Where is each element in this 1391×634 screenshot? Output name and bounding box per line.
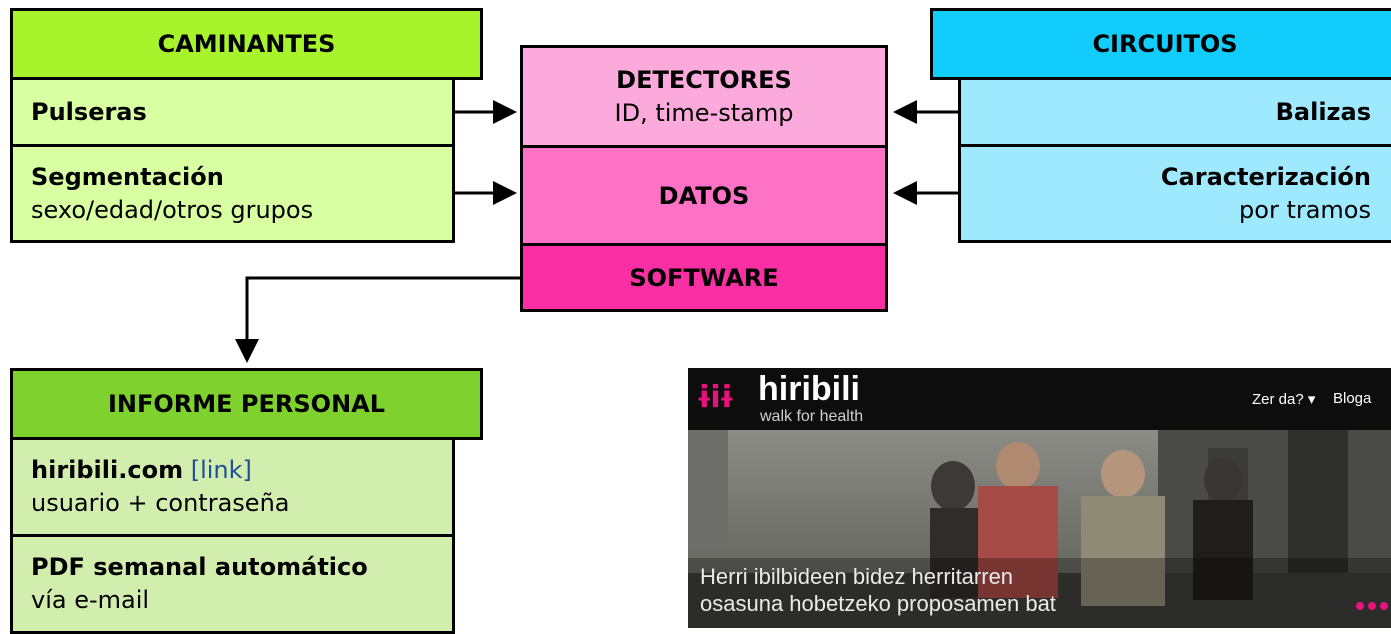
- site-caption-line-1: Herri ibilbideen bidez herritarren: [700, 564, 1014, 589]
- walker-1: [931, 461, 975, 511]
- walker-2: [996, 442, 1040, 490]
- web-detail: usuario + contraseña: [31, 489, 290, 517]
- site-logo[interactable]: hiribili: [758, 370, 860, 408]
- arrow-software-to-informe: [235, 276, 520, 363]
- caminantes-title: CAMINANTES: [157, 30, 336, 58]
- caracterizacion-detail: por tramos: [1239, 195, 1371, 224]
- datos-box: DATOS: [520, 145, 888, 246]
- detectores-title: DETECTORES: [616, 65, 792, 94]
- nav-zer-da[interactable]: Zer da? ▾: [1252, 391, 1316, 408]
- balizas-label: Balizas: [1275, 97, 1371, 126]
- site-caption-line-2: osasuna hobetzeko proposamen bat: [700, 591, 1056, 616]
- informe-title: INFORME PERSONAL: [107, 390, 386, 418]
- circuitos-row-caracterizacion: Caracterización por tramos: [958, 144, 1391, 243]
- hiribili-logo-icon: ɨiɨ: [696, 380, 735, 415]
- caracterizacion-label: Caracterización: [1160, 162, 1371, 191]
- informe-row-web: hiribili.com [link] usuario + contraseña: [10, 437, 455, 537]
- segmentacion-detail: sexo/edad/otros grupos: [31, 195, 314, 224]
- web-label: hiribili.com: [31, 456, 184, 484]
- walker-3: [1101, 450, 1145, 498]
- site-tagline: walk for health: [760, 408, 864, 425]
- pulseras-label: Pulseras: [31, 97, 147, 126]
- datos-title: DATOS: [658, 181, 750, 210]
- web-line: hiribili.com [link]: [31, 454, 434, 487]
- street-scene: [688, 430, 1391, 628]
- software-title: SOFTWARE: [629, 263, 779, 292]
- circuitos-title: CIRCUITOS: [1092, 30, 1238, 58]
- pdf-detail: vía e-mail: [31, 586, 150, 614]
- site-header: [688, 368, 1391, 430]
- detectores-sub: ID, time-stamp: [614, 98, 794, 127]
- informe-row-pdf: PDF semanal automático vía e-mail: [10, 534, 455, 634]
- segmentacion-label: Segmentación: [31, 162, 224, 191]
- nav-bloga[interactable]: Bloga: [1333, 390, 1372, 407]
- hiribili-screenshot: ɨiɨ hiribili walk for health Zer da? ▾ B…: [688, 368, 1391, 628]
- caminantes-header: CAMINANTES: [10, 8, 483, 80]
- software-box: SOFTWARE: [520, 243, 888, 312]
- pdf-label: PDF semanal automático: [31, 553, 368, 581]
- web-link[interactable]: [link]: [190, 456, 252, 484]
- caminantes-row-segmentacion: Segmentación sexo/edad/otros grupos: [10, 144, 455, 243]
- walker-4: [1204, 458, 1242, 502]
